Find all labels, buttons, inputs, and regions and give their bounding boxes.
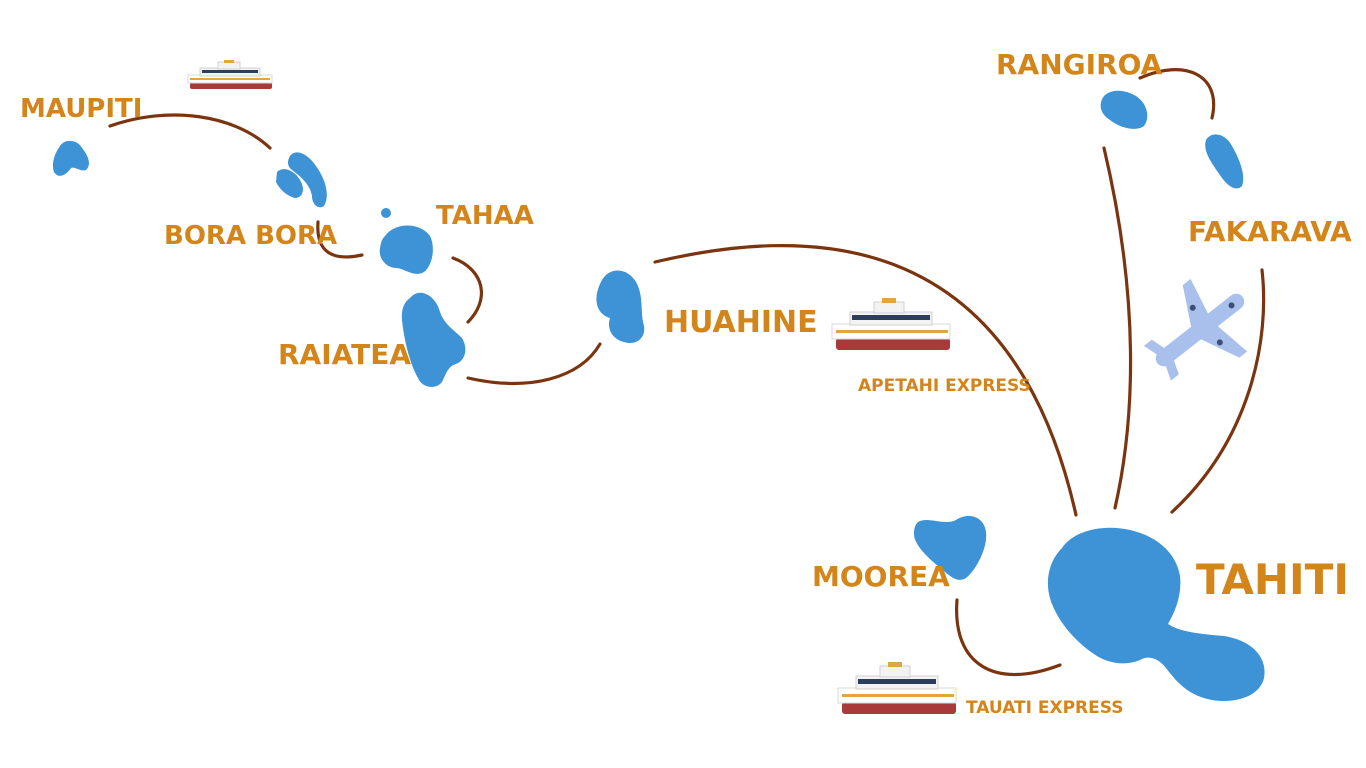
label-huahine: HUAHINE [664, 305, 818, 340]
airplane-icon [1143, 278, 1248, 381]
island-huahine [596, 270, 645, 344]
label-apetahi-express: APETAHI EXPRESS [858, 376, 1031, 396]
route-maupiti-borabora [108, 113, 272, 150]
label-rangiroa: RANGIROA [996, 48, 1163, 81]
island-moorea [914, 516, 987, 580]
routes [108, 68, 1266, 677]
label-tahaa: TAHAA [436, 201, 534, 231]
route-rangiroa-fakarava [1138, 68, 1216, 120]
island-maupiti [52, 140, 89, 176]
ferry-icon [187, 60, 273, 89]
label-fakarava: FAKARAVA [1188, 215, 1352, 248]
island-tahaa-islet [381, 208, 391, 218]
labels: MAUPITI BORA BORA TAHAA RAIATEA HUAHINE … [20, 48, 1352, 718]
island-tahaa [379, 225, 433, 274]
label-raiatea: RAIATEA [278, 338, 411, 371]
label-tahiti: TAHITI [1196, 555, 1349, 604]
route-fakarava-tahiti [1170, 268, 1266, 514]
ferry-icon [837, 662, 957, 714]
label-bora-bora: BORA BORA [164, 221, 337, 251]
island-tahiti [1047, 527, 1265, 702]
route-raiatea-huahine [466, 342, 602, 385]
label-tauati-express: TAUATI EXPRESS [966, 698, 1123, 718]
label-moorea: MOOREA [812, 560, 950, 593]
label-maupiti: MAUPITI [20, 94, 142, 124]
island-bora-bora [287, 152, 327, 208]
island-raiatea [401, 292, 466, 387]
route-borabora-tahaa [316, 220, 364, 259]
islands [52, 90, 1265, 702]
route-huahine-tahiti [653, 243, 1078, 517]
route-tahaa-raiatea [451, 256, 484, 324]
route-rangiroa-tahiti [1102, 146, 1133, 510]
island-rangiroa [1100, 90, 1148, 129]
ferry-icon [831, 298, 951, 350]
island-bora-bora-2 [276, 169, 303, 198]
route-moorea-tahiti [955, 598, 1062, 677]
island-fakarava [1205, 134, 1244, 189]
